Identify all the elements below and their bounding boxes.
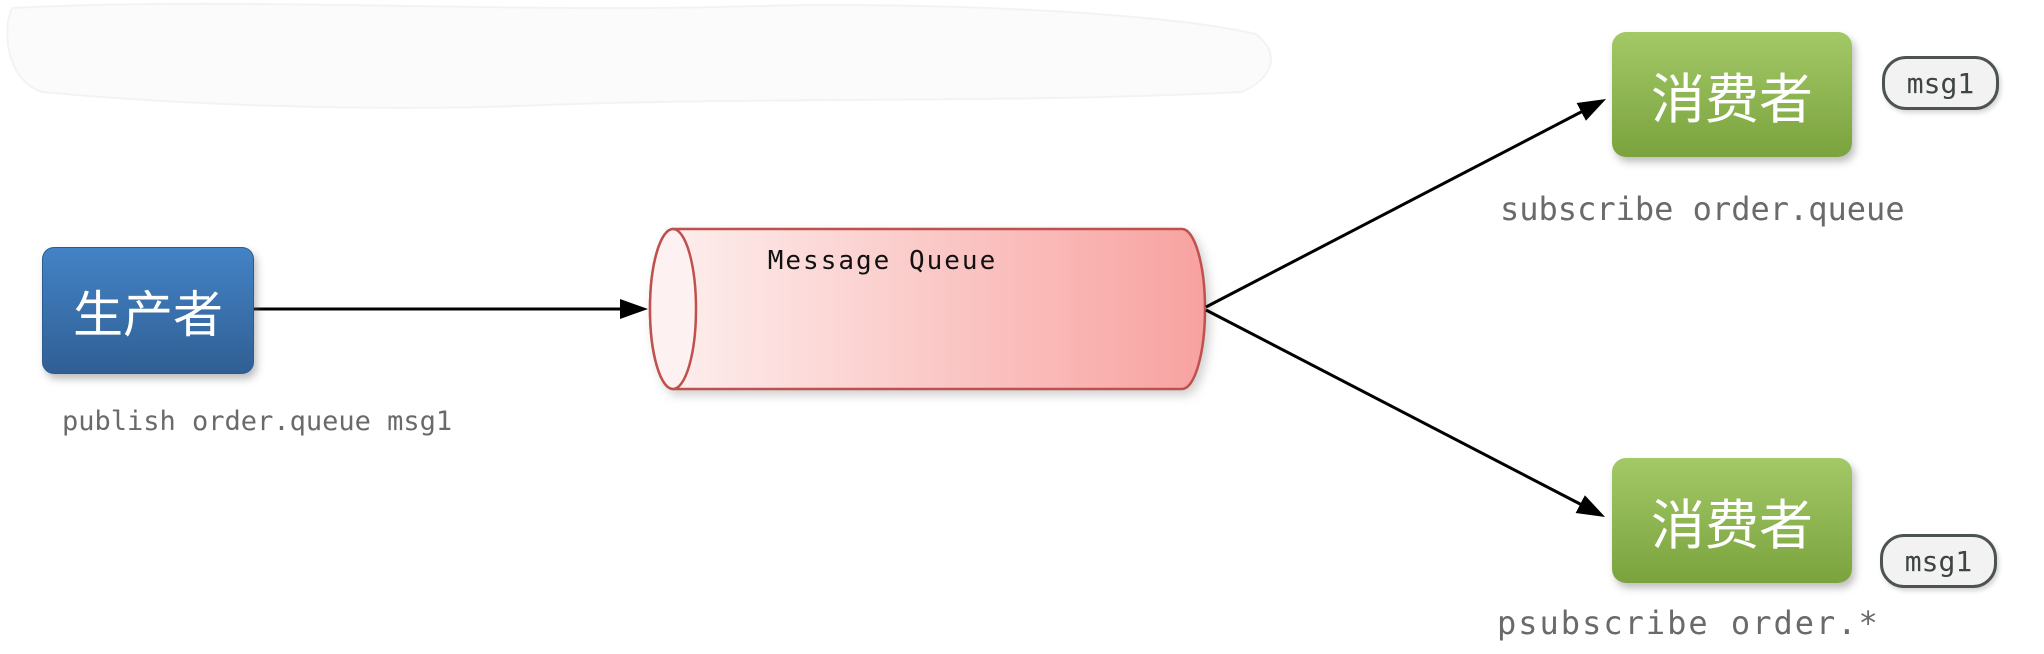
queue-cylinder (648, 227, 1207, 391)
queue-cylinder-left-cap (648, 227, 698, 391)
subscribe-caption: subscribe order.queue (1500, 190, 1905, 228)
arrows (253, 99, 1607, 517)
consumer-node-top: 消费者 (1612, 32, 1852, 157)
consumer-top-label: 消费者 (1651, 70, 1813, 130)
msg-badge-bottom-label: msg1 (1904, 544, 1973, 578)
consumer-bottom-label: 消费者 (1651, 496, 1813, 556)
consumer-node-bottom: 消费者 (1612, 458, 1852, 583)
psubscribe-caption: psubscribe order.* (1497, 604, 1880, 642)
queue-label: Message Queue (767, 246, 998, 276)
msg-badge-bottom: msg1 (1880, 534, 1997, 588)
arrow-queue-to-consumer-bottom (1205, 308, 1606, 517)
msg-badge-top: msg1 (1882, 56, 1999, 110)
msg-badge-top-label: msg1 (1906, 66, 1975, 100)
whiteout-blob (6, 2, 1272, 109)
producer-label: 生产者 (73, 286, 223, 343)
publish-caption: publish order.queue msg1 (62, 406, 453, 437)
arrow-queue-to-consumer-top (1205, 99, 1607, 309)
producer-node: 生产者 (42, 247, 254, 374)
